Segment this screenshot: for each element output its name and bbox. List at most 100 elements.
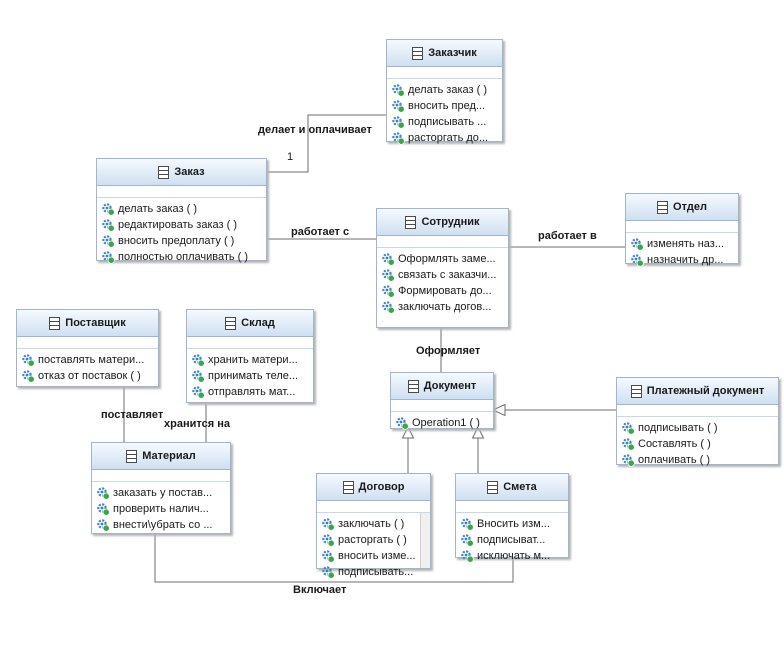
class-header[interactable]: Поставщик (17, 310, 158, 337)
class-platezhnyi[interactable]: Платежный документ подписывать ( ) Составл… (616, 377, 779, 468)
operation-item[interactable]: оплачивать ( ) (621, 452, 778, 468)
operation-label: Формировать до... (398, 285, 492, 297)
class-header[interactable]: Платежный документ (617, 378, 778, 405)
operation-icon (97, 519, 110, 532)
operation-item[interactable]: проверить налич... (96, 501, 230, 517)
operation-item[interactable]: Вносить изм... (460, 516, 568, 532)
operation-label: заключать ( ) (338, 518, 405, 530)
operation-item[interactable]: полностью оплачивать ( ) (101, 249, 266, 265)
class-zakaz[interactable]: Заказ делать заказ ( )редактировать заказ… (96, 158, 267, 264)
class-header[interactable]: Заказ (97, 159, 266, 186)
operation-item[interactable]: изменять наз... (630, 236, 738, 252)
operation-icon (192, 354, 205, 367)
operation-label: подписывать ( ) (638, 422, 718, 434)
attributes-compartment (187, 337, 313, 349)
class-zakazchik[interactable]: Заказчик делать заказ ( ) вносить пред... п… (386, 39, 503, 145)
class-header[interactable]: Документ (391, 373, 493, 400)
operation-icon (461, 518, 474, 531)
operation-icon (102, 203, 115, 216)
operation-label: поставлять матери... (38, 354, 145, 366)
operation-icon (102, 219, 115, 232)
operations-scrollbar[interactable] (420, 513, 430, 568)
operation-item[interactable]: заключать догов... (381, 299, 508, 315)
operation-item[interactable]: делать заказ ( ) (391, 82, 502, 98)
operation-label: отказ от поставок ( ) (38, 370, 141, 382)
operation-label: внести\убрать со ... (113, 519, 213, 531)
class-header[interactable]: Отдел (626, 194, 738, 221)
operation-icon (97, 503, 110, 516)
operation-item[interactable]: расторгать ( ) (321, 532, 430, 548)
operation-icon (382, 269, 395, 282)
operation-icon (322, 518, 335, 531)
class-header[interactable]: Заказчик (387, 40, 502, 67)
class-title: Склад (241, 317, 275, 329)
operation-label: расторгать до... (408, 132, 489, 144)
class-header[interactable]: Материал (92, 443, 230, 470)
assoc-label-delaet: делает и оплачивает (258, 124, 372, 136)
operation-item[interactable]: назначить др... (630, 252, 738, 268)
operation-label: делать заказ ( ) (408, 84, 487, 96)
class-icon (407, 379, 419, 393)
operation-item[interactable]: заключать ( ) (321, 516, 430, 532)
operation-item[interactable]: отправлять мат... (191, 384, 313, 400)
class-header[interactable]: Смета (456, 474, 568, 501)
class-dogovor[interactable]: Договор заключать ( ) расторгать ( )вносит… (316, 473, 431, 579)
operation-item[interactable]: Формировать до... (381, 283, 508, 299)
attributes-compartment (97, 186, 266, 198)
operation-item[interactable]: подписывать ( ) (621, 420, 778, 436)
operation-item[interactable]: вносить изме... (321, 548, 430, 564)
class-sklad[interactable]: Склад хранить матери... принимать теле... о… (186, 309, 314, 403)
operation-icon (622, 438, 635, 451)
class-material[interactable]: Материал заказать у постав...проверить на… (91, 442, 231, 534)
operation-item[interactable]: Составлять ( ) (621, 436, 778, 452)
operation-label: принимать теле... (208, 370, 299, 382)
operation-item[interactable]: подписыват... (460, 532, 568, 548)
class-title: Платежный документ (646, 385, 765, 397)
operation-item[interactable]: поставлять матери... (21, 352, 158, 368)
operation-label: вносить пред... (408, 100, 486, 112)
operation-icon (322, 566, 335, 579)
operation-item[interactable]: исключать м... (460, 548, 568, 564)
operation-item[interactable]: связать с заказчи... (381, 267, 508, 283)
operation-item[interactable]: хранить матери... (191, 352, 313, 368)
operations-compartment: делать заказ ( ) вносить пред... подписыва… (387, 79, 502, 146)
operation-item[interactable]: принимать теле... (191, 368, 313, 384)
operation-item[interactable]: Operation1 ( ) (395, 415, 493, 431)
class-header[interactable]: Договор (317, 474, 430, 501)
operation-item[interactable]: Оформлять заме... (381, 251, 508, 267)
operation-item[interactable]: подписывать... (321, 564, 430, 580)
assoc-label-rabotaet-s: работает с (291, 226, 350, 238)
class-title: Поставщик (65, 317, 126, 329)
class-title: Заказ (174, 166, 205, 178)
class-title: Смета (503, 481, 537, 493)
class-icon (412, 46, 424, 60)
operations-compartment: хранить матери... принимать теле... отправ… (187, 349, 313, 400)
attributes-compartment (391, 400, 493, 412)
operation-item[interactable]: расторгать до... (391, 130, 502, 146)
operations-compartment: Вносить изм...подписыват...исключать м..… (456, 513, 568, 564)
attributes-compartment (377, 236, 508, 248)
operation-item[interactable]: вносить пред... (391, 98, 502, 114)
operation-item[interactable]: подписывать ... (391, 114, 502, 130)
class-postavshchik[interactable]: Поставщик поставлять матери... отказ от по… (16, 309, 159, 387)
operations-compartment: заключать ( ) расторгать ( )вносить изме.… (317, 513, 430, 580)
assoc-label-hranitsya: хранится на (164, 418, 230, 430)
operation-item[interactable]: редактировать заказ ( ) (101, 217, 266, 233)
operation-item[interactable]: вносить предоплату ( ) (101, 233, 266, 249)
operations-compartment: делать заказ ( )редактировать заказ ( )в… (97, 198, 266, 265)
operation-icon (97, 487, 110, 500)
class-header[interactable]: Склад (187, 310, 313, 337)
class-otdel[interactable]: Отдел изменять наз...назначить др... (625, 193, 739, 267)
operation-icon (392, 100, 405, 113)
operation-icon (192, 386, 205, 399)
operation-item[interactable]: внести\убрать со ... (96, 517, 230, 533)
operation-item[interactable]: делать заказ ( ) (101, 201, 266, 217)
operation-item[interactable]: заказать у постав... (96, 485, 230, 501)
class-header[interactable]: Сотрудник (377, 209, 508, 236)
operation-item[interactable]: отказ от поставок ( ) (21, 368, 158, 384)
operation-label: Составлять ( ) (638, 438, 711, 450)
operation-label: полностью оплачивать ( ) (118, 251, 249, 263)
